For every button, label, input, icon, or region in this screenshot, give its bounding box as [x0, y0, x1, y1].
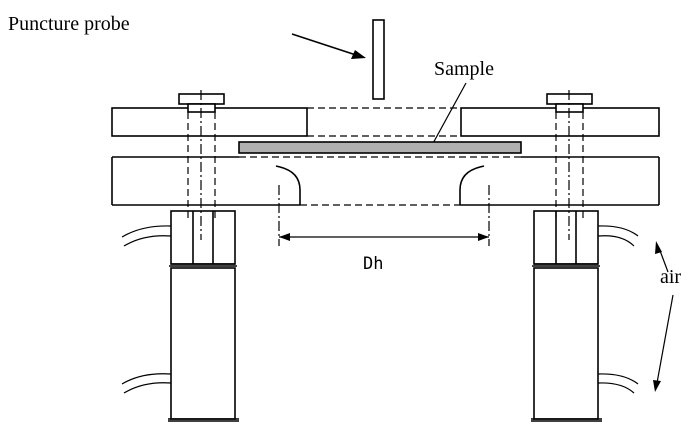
- probe-pointer-arrow: [291, 33, 366, 59]
- sample-label: Sample: [434, 58, 494, 80]
- sample: [238, 141, 522, 154]
- right-bolt: [546, 90, 593, 240]
- right-air-hose-lower: [597, 373, 639, 394]
- air-label: air: [660, 266, 681, 288]
- puncture-probe: [372, 19, 385, 100]
- sample-pointer-line: [430, 82, 467, 148]
- left-air-hose-upper: [121, 225, 172, 247]
- dh-label: Dh: [363, 254, 383, 274]
- puncture-probe-label: Puncture probe: [8, 13, 130, 35]
- air-arrow-down: [653, 294, 674, 392]
- bottom-plate: [111, 156, 660, 206]
- left-air-cylinder: [168, 210, 239, 422]
- left-bolt: [178, 90, 225, 240]
- air-arrow-up: [655, 241, 669, 273]
- dh-dimension: [278, 185, 490, 246]
- top-plate-hole-outline: [307, 107, 461, 137]
- right-air-hose-upper: [597, 225, 639, 247]
- left-air-hose-lower: [121, 373, 172, 394]
- right-air-cylinder: [531, 210, 602, 422]
